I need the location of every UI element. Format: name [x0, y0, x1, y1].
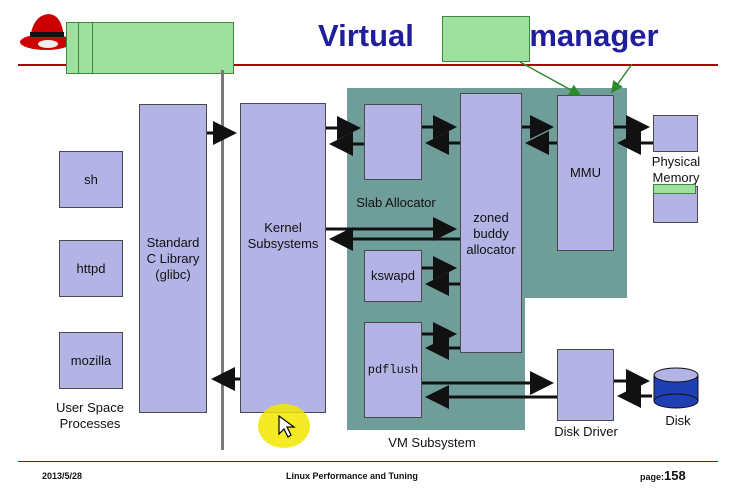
highlight-box-left: [66, 22, 234, 74]
physical-memory-label: Physical Memory: [651, 154, 701, 185]
header-rule: [18, 64, 718, 66]
footer-page: page:158: [640, 468, 686, 483]
mmu-box: MMU: [557, 95, 614, 251]
footer-page-number: 158: [664, 468, 686, 483]
slab-allocator-box: [364, 104, 422, 180]
physical-memory-highlight: [653, 184, 696, 194]
glibc-box: Standard C Library (glibc): [139, 104, 207, 413]
kernel-subsystems-box: Kernel Subsystems: [240, 103, 326, 413]
process-sh-label: sh: [84, 171, 98, 187]
footer-page-prefix: page:: [640, 472, 665, 482]
process-mozilla-label: mozilla: [70, 352, 112, 368]
cursor-arrow-icon: [275, 414, 297, 440]
physical-memory-page: [653, 115, 698, 152]
user-space-label: User Space Processes: [56, 400, 124, 431]
kernel-subsystems-label: Kernel Subsystems: [247, 220, 319, 251]
footer-rule: [18, 461, 718, 462]
mmu-label: MMU: [569, 165, 602, 180]
footer-title: Linux Performance and Tuning: [286, 471, 418, 481]
footer-date: 2013/5/28: [42, 471, 83, 481]
disk-label: Disk: [665, 413, 691, 428]
highlight-box-left-divider-1: [78, 22, 79, 74]
highlight-box-left-divider-2: [92, 22, 93, 74]
slab-allocator-label: Slab Allocator: [356, 195, 436, 210]
glibc-label: Standard C Library (glibc): [146, 234, 200, 282]
disk-driver-box: [557, 349, 614, 421]
process-httpd: httpd: [59, 240, 123, 297]
buddy-allocator-label: zoned buddy allocator: [466, 210, 516, 257]
disk-icon: [652, 367, 700, 409]
process-mozilla: mozilla: [59, 332, 123, 389]
process-sh: sh: [59, 151, 123, 208]
pdflush-box: pdflush: [364, 322, 422, 418]
buddy-allocator-box: zoned buddy allocator: [460, 93, 522, 353]
pdflush-label: pdflush: [367, 363, 419, 377]
disk-driver-label: Disk Driver: [554, 424, 618, 439]
vm-subsystem-label: VM Subsystem: [388, 435, 476, 450]
process-httpd-label: httpd: [76, 260, 106, 276]
kswapd-box: kswapd: [364, 250, 422, 302]
syscall-divider: [221, 70, 224, 450]
highlight-box-title: [442, 16, 530, 62]
kswapd-label: kswapd: [370, 268, 416, 283]
redhat-logo: [18, 6, 74, 54]
